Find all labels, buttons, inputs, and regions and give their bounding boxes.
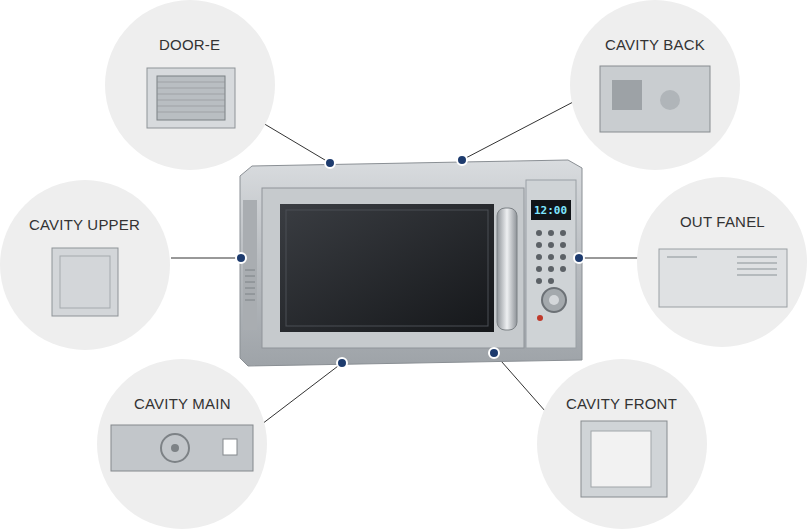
part-label: CAVITY MAIN: [134, 395, 231, 412]
part-circle: CAVITY FRONT: [537, 359, 707, 529]
part-photo: [570, 0, 740, 170]
part-label: CAVITY BACK: [605, 36, 705, 53]
display-readout: 12:00: [534, 204, 567, 217]
part-circle: CAVITY MAIN: [97, 359, 267, 529]
part-circle: DOOR-E: [105, 0, 275, 170]
part-photo: [537, 359, 707, 529]
part-photo: [105, 0, 275, 170]
part-circle: OUT FANEL: [637, 177, 807, 347]
part-label: CAVITY UPPER: [29, 216, 140, 233]
part-label: CAVITY FRONT: [566, 395, 677, 412]
part-label: OUT FANEL: [680, 213, 765, 230]
part-photo: [637, 177, 807, 347]
part-circle: CAVITY BACK: [570, 0, 740, 170]
part-photo: [97, 359, 267, 529]
part-photo: [0, 180, 170, 350]
part-label: DOOR-E: [159, 36, 220, 53]
part-circle: CAVITY UPPER: [0, 180, 170, 350]
